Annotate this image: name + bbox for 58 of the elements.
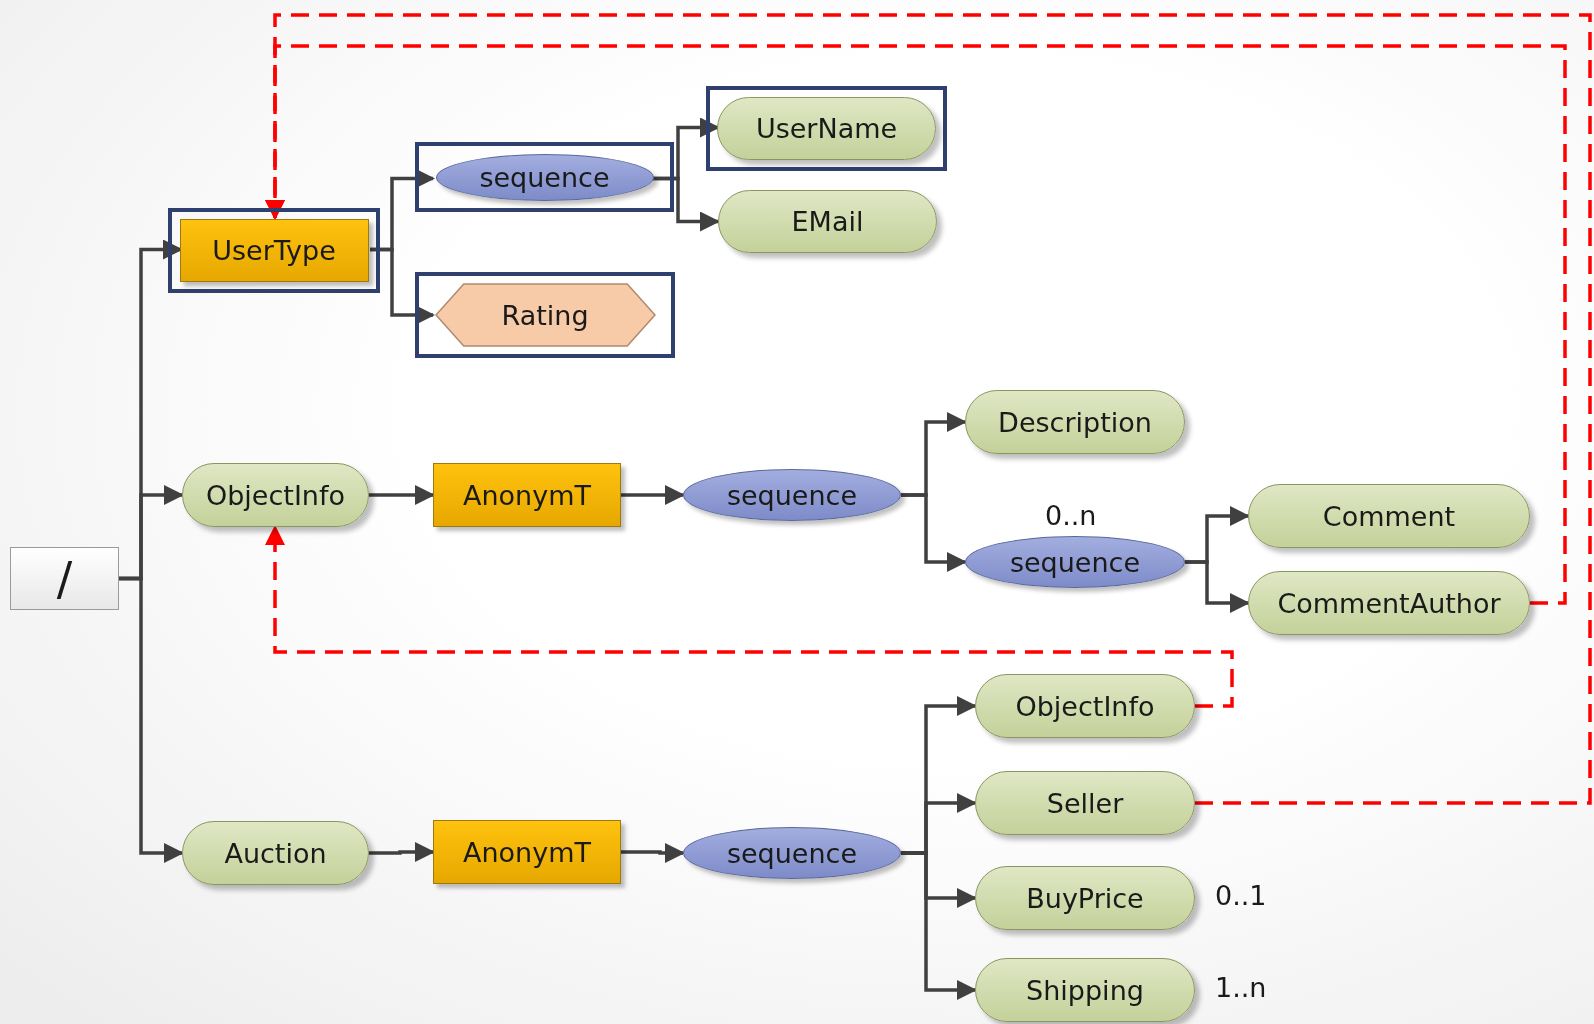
node-label: UserName [755, 113, 898, 144]
node-label: Auction [224, 837, 327, 869]
sequence-ellipse [683, 827, 901, 879]
node-label: AnonymT [463, 479, 591, 511]
root-box [10, 547, 119, 610]
multiplicity-label: 1..n [1215, 972, 1267, 1003]
node-label: sequence [479, 161, 610, 193]
connector-arrow [1185, 560, 1250, 613]
sequence-ellipse [965, 536, 1185, 588]
connector-arrow [651, 176, 720, 232]
connector-arrow [370, 247, 435, 325]
node-label: Comment [1322, 500, 1456, 532]
node-label: UserType [212, 235, 336, 266]
node-label: AnonymT [463, 836, 591, 868]
node-label: ObjectInfo [1015, 690, 1155, 722]
connector-arrow [119, 576, 184, 863]
type-box [179, 219, 369, 282]
node-label: ObjectInfo [205, 479, 345, 511]
node-label: Description [998, 406, 1152, 438]
element-pill [717, 97, 936, 160]
highlight-frame [415, 272, 675, 358]
connector-arrow [621, 485, 685, 505]
connector-arrow [901, 851, 977, 1000]
connector-arrow [901, 493, 967, 572]
element-pill [718, 190, 937, 253]
highlight-frame [706, 86, 947, 171]
node-label: Shipping [1026, 974, 1144, 1006]
element-pill [1248, 484, 1530, 548]
connector-arrow [369, 485, 435, 505]
node-label: / [56, 551, 73, 606]
node-label: CommentAuthor [1277, 587, 1501, 619]
highlight-frame [168, 208, 380, 293]
node-label: EMail [791, 206, 864, 237]
node-label: Seller [1046, 787, 1124, 819]
node-label: sequence [726, 837, 858, 869]
element-pill [975, 958, 1195, 1022]
type-box [433, 463, 621, 527]
node-label: Rating [501, 299, 589, 331]
attribute-hexagon [434, 283, 656, 347]
multiplicity-label: 0..n [1045, 500, 1097, 531]
multiplicity-label: 0..1 [1215, 880, 1267, 911]
element-pill [182, 463, 369, 527]
connector-arrow [621, 843, 685, 863]
element-pill [975, 771, 1195, 835]
dashed-arrow [265, 525, 1234, 708]
element-pill [965, 390, 1185, 454]
element-pill [975, 674, 1195, 738]
element-pill [975, 866, 1195, 930]
highlight-frame [415, 142, 674, 212]
node-label: sequence [1009, 546, 1141, 578]
element-pill [182, 821, 369, 885]
dashed-arrow [265, 13, 1592, 805]
node-label: BuyPrice [1026, 882, 1144, 914]
sequence-ellipse [683, 469, 901, 521]
connector-arrow [369, 842, 435, 862]
node-label: sequence [726, 479, 858, 511]
type-box [433, 820, 621, 884]
element-pill [1248, 571, 1530, 635]
